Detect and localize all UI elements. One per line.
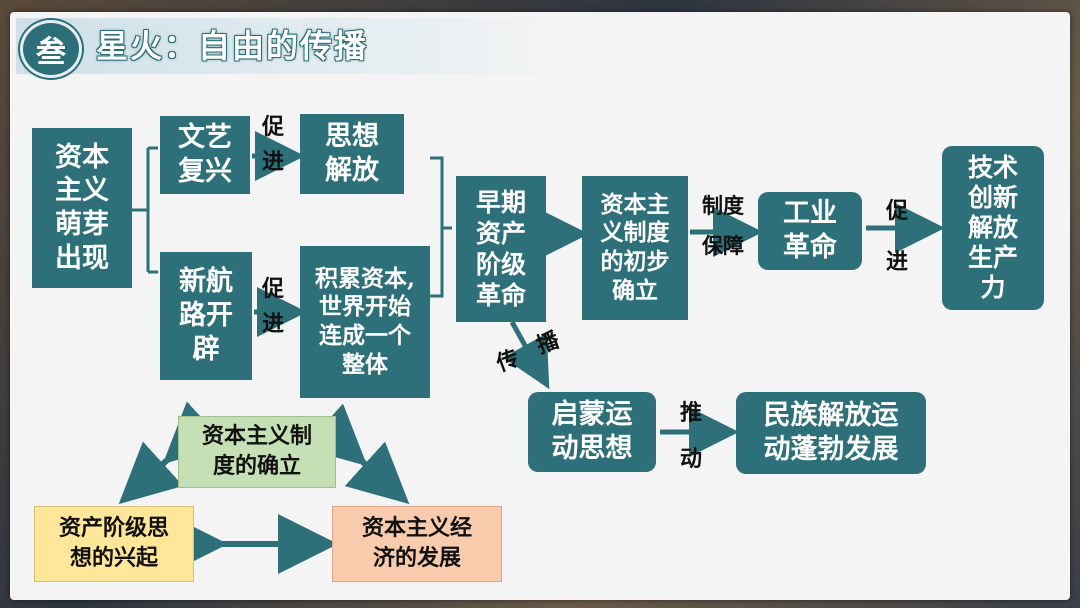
- renaissance-box: 文艺 复兴: [160, 116, 250, 194]
- bracket-to-revolution: [430, 156, 452, 298]
- enlightenment-box: 启蒙运 动思想: [528, 392, 656, 472]
- double-arrow-right: [302, 403, 410, 505]
- economy-development-box: 资本主义经 济的发展: [332, 506, 502, 582]
- title-bar: [16, 18, 576, 74]
- bracket-sprouts: [132, 146, 158, 274]
- section-badge: 叁: [20, 20, 82, 78]
- page-title: 星火：自由的传播: [96, 27, 369, 65]
- capitalism-sprouts-box: 资本 主义 萌芽 出现: [32, 128, 132, 288]
- promote-label-2: 促 进: [261, 276, 284, 338]
- accumulate-capital-box: 积累资本, 世界开始 连成一个 整体: [300, 246, 430, 398]
- arrow-revolution-to-enlightenment: [503, 320, 550, 390]
- bourgeois-thought-box: 资产阶级思 想的兴起: [34, 506, 194, 582]
- tech-innovation-box: 技术 创新 解放 生产 力: [942, 146, 1044, 310]
- promote-label-3: 促 进: [885, 198, 908, 275]
- new-routes-box: 新航 路开 辟: [160, 252, 252, 380]
- thought-liberation-box: 思想 解放: [300, 114, 404, 194]
- promote-label-1: 促 进: [261, 114, 284, 176]
- national-liberation-box: 民族解放运 动蓬勃发展: [736, 392, 926, 474]
- industrial-revolution-box: 工业 革命: [758, 192, 862, 270]
- early-bourgeois-revolution-box: 早期 资产 阶级 革命: [456, 176, 546, 322]
- double-arrow-left: [118, 401, 228, 505]
- push-label: 推 动: [679, 400, 702, 473]
- system-guarantee-label: 制度 保障: [702, 193, 744, 258]
- system-established-box: 资本主义制 度的确立: [178, 416, 336, 488]
- capitalist-system-box: 资本主 义制度 的初步 确立: [582, 176, 688, 320]
